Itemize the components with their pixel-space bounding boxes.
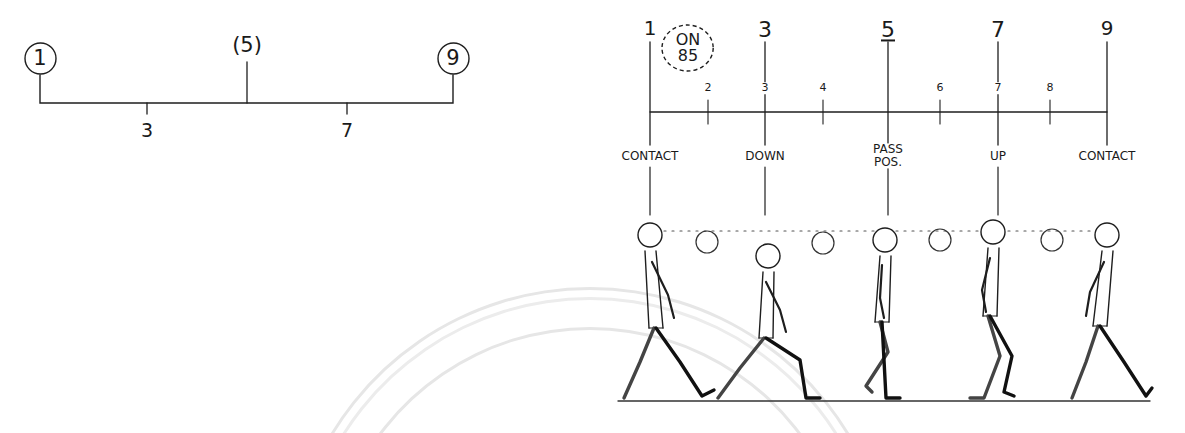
position-label: PASS POS. [867, 143, 909, 168]
torso [645, 251, 649, 328]
back-leg [718, 338, 764, 398]
position-label: DOWN [743, 150, 787, 163]
node-ellipse [438, 43, 469, 74]
key-number: 5 [879, 18, 897, 41]
minor-tick [1049, 100, 1050, 124]
arm [652, 262, 674, 318]
position-label: CONTACT [1077, 150, 1138, 163]
frame-number: 7 [339, 121, 355, 141]
inbetween-number: 6 [935, 82, 946, 94]
figure-head [873, 228, 897, 252]
major-tick [887, 42, 888, 145]
inbetween-head [1041, 229, 1063, 251]
inbetween-number: 4 [818, 82, 829, 94]
front-leg [656, 328, 714, 396]
bracket-line [40, 75, 453, 104]
minor-tick [822, 100, 823, 124]
minor-tick [939, 100, 940, 124]
tick [146, 103, 147, 114]
key-frame-circle: 1 [24, 42, 57, 75]
arm [880, 265, 884, 318]
ground-line [618, 400, 1150, 401]
torso [1093, 251, 1102, 326]
arm [982, 258, 990, 312]
front-leg [1100, 326, 1152, 396]
torso [759, 272, 763, 338]
key-frame-circle: 9 [437, 42, 470, 75]
figure-head [1095, 223, 1119, 247]
node-ellipse [662, 25, 713, 71]
major-tick [1106, 42, 1107, 145]
pointer-line [764, 167, 765, 215]
figure-head [638, 223, 662, 247]
torso [656, 251, 663, 328]
node-text: 1 [33, 48, 46, 69]
position-label: UP [988, 150, 1008, 163]
figure-head [756, 244, 780, 268]
major-tick [649, 42, 650, 145]
arm [1086, 262, 1104, 316]
torso [773, 272, 774, 338]
inbetween-number: 3 [760, 82, 771, 94]
frame-number: (5) [230, 34, 264, 56]
front-leg [882, 322, 900, 398]
front-leg [990, 316, 1014, 396]
minor-tick [707, 100, 708, 124]
torso [997, 248, 999, 316]
inbetween-head [929, 229, 951, 251]
pointer-line [997, 167, 998, 215]
speed-note-oval: ON 85 [661, 24, 714, 72]
node-text: 9 [446, 48, 459, 69]
inbetween-head [812, 232, 834, 254]
node-text: ON 85 [670, 32, 705, 64]
torso [875, 256, 880, 322]
node-ellipse [25, 43, 56, 74]
tick [346, 103, 347, 114]
pointer-line [887, 167, 888, 215]
position-label: CONTACT [620, 150, 681, 163]
figure-head [981, 220, 1005, 244]
key-number: 7 [989, 18, 1007, 41]
arm [766, 282, 786, 332]
key-number: 9 [1099, 18, 1116, 39]
inbetween-number: 8 [1045, 82, 1056, 94]
key-number: 1 [642, 18, 659, 39]
inbetween-number: 7 [993, 82, 1004, 94]
frame-number: 3 [139, 121, 155, 141]
back-leg [1072, 326, 1098, 398]
watermark-arc [308, 287, 873, 433]
inbetween-number: 2 [703, 82, 714, 94]
torso [889, 256, 891, 322]
front-leg [766, 338, 820, 398]
pointer-line [649, 167, 650, 215]
tick [246, 62, 247, 103]
torso [1107, 251, 1113, 326]
inbetween-head [696, 231, 718, 253]
key-number: 3 [756, 18, 774, 41]
back-leg [624, 328, 654, 398]
timeline [650, 111, 1107, 112]
